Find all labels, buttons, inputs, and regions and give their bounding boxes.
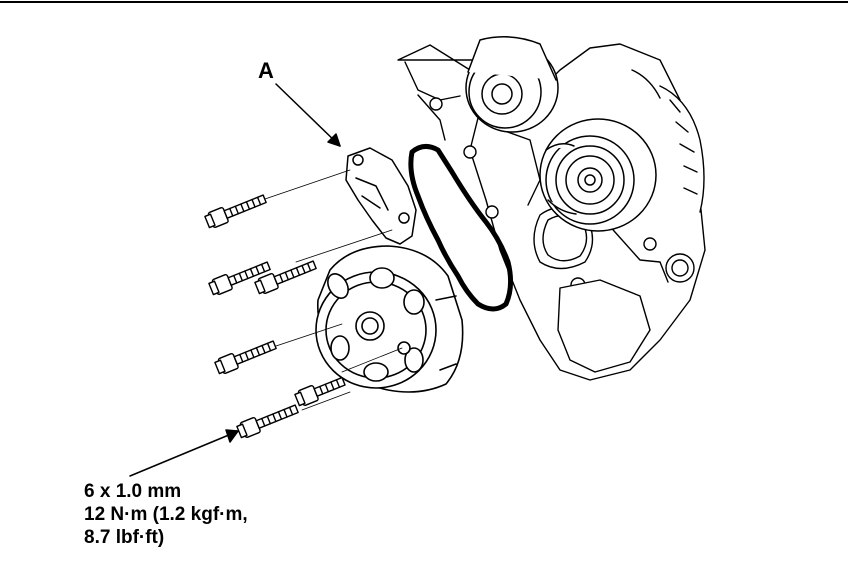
bolt-1 [204, 194, 267, 229]
torque-spec: 6 x 1.0 mm 12 N·m (1.2 kgf·m, 8.7 lbf·ft… [84, 480, 248, 549]
bolt-6 [236, 404, 299, 439]
torque-spec-arrow [129, 429, 239, 477]
callout-a-arrow [275, 83, 341, 147]
bolt-2 [208, 261, 271, 296]
idler-pulley [465, 36, 559, 133]
bolt-5 [294, 376, 346, 407]
leader-lines [261, 169, 403, 411]
bolt-size-text: 6 x 1.0 mm [84, 481, 182, 502]
bolt-3 [254, 260, 317, 295]
torque-imperial-text: 8.7 lbf·ft) [84, 527, 165, 548]
callout-label-a: A [258, 58, 274, 83]
torque-metric-text: 12 N·m (1.2 kgf·m, [84, 504, 248, 525]
water-pump-gasket [408, 144, 514, 312]
alternator-pulley [539, 118, 657, 232]
water-pump [315, 245, 464, 393]
bracket-a [345, 147, 417, 245]
bolt-4 [214, 340, 277, 375]
